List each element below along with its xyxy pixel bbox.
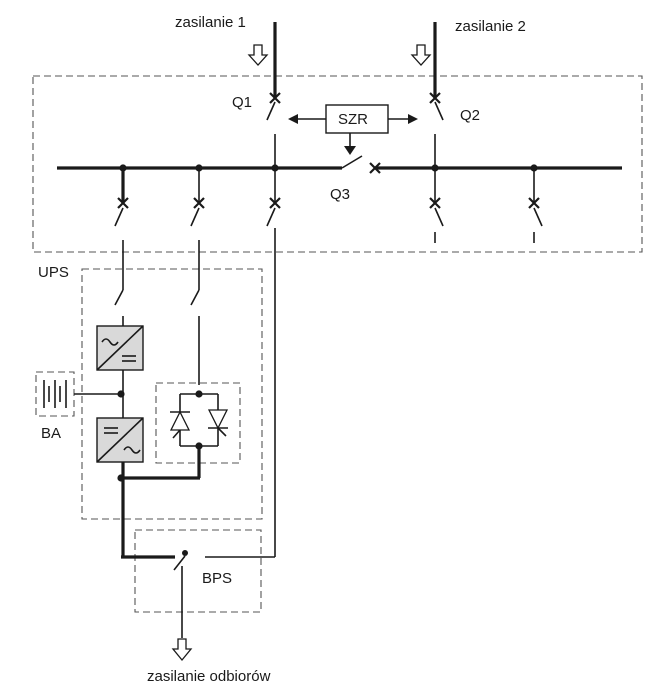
inverter-icon [96, 417, 144, 463]
supply1-label: zasilanie 1 [175, 14, 246, 31]
static-switch-icon [169, 390, 229, 450]
q1-label: Q1 [232, 94, 252, 111]
bps-switch [121, 550, 275, 638]
battery-icon [43, 380, 67, 408]
rectifier-icon [96, 325, 144, 371]
ups-label: UPS [38, 264, 69, 281]
bps-label: BPS [202, 570, 232, 587]
feeder-rectifier [114, 168, 129, 326]
input-arrow-icon [247, 44, 269, 66]
switchgear-frame [32, 75, 643, 253]
q3-switch [341, 155, 363, 169]
bps-frame [134, 529, 262, 613]
feeder-bypass [190, 168, 205, 385]
output-arrow-icon [171, 638, 193, 662]
supply1-input [247, 22, 281, 168]
feeder-right-1 [429, 168, 444, 243]
input-arrow-icon [410, 44, 432, 66]
szr-label: SZR [338, 111, 368, 128]
supply2-label: zasilanie 2 [455, 18, 526, 35]
ups-frame [81, 268, 263, 520]
q3-label: Q3 [330, 186, 350, 203]
ba-label: BA [41, 425, 61, 442]
feeder-right-2 [528, 168, 543, 243]
supply2-input [410, 22, 444, 168]
q2-label: Q2 [460, 107, 480, 124]
static-switch-frame [155, 382, 241, 464]
load-label: zasilanie odbiorów [147, 668, 271, 685]
feeder-maintenance-bypass [266, 168, 281, 557]
